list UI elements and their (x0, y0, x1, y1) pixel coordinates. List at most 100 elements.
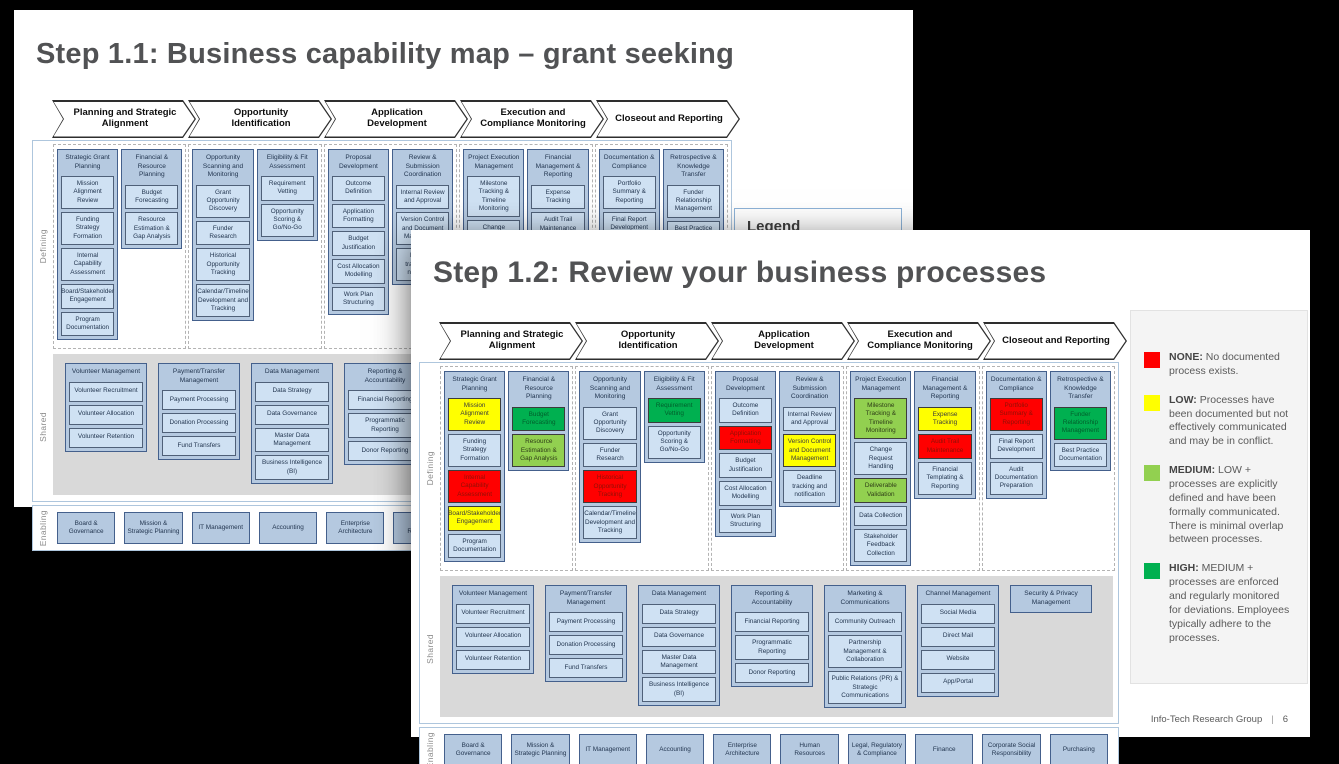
row-label-gutter: Shared (33, 352, 53, 501)
phase-chevron-label: Application Development (754, 329, 814, 351)
legend-text: HIGH: MEDIUM + processes are enforced an… (1169, 562, 1290, 644)
phase-chevron-label: Execution and Compliance Monitoring (480, 107, 586, 129)
capability-group-title: Strategic Grant Planning (452, 376, 497, 392)
legend-text: NONE: No documented process exists. (1169, 351, 1280, 377)
capability-item: Opportunity Scoring & Go/No-Go (260, 203, 314, 237)
row-label-shared: Shared (425, 633, 435, 664)
capability-item: Website (921, 649, 995, 670)
phase-chevron-face: Planning and Strategic Alignment (54, 102, 195, 137)
row-label-gutter: Enabling (33, 506, 53, 550)
capability-item: Volunteer Retention (456, 649, 530, 670)
row-label-gutter: Enabling (420, 728, 440, 764)
capability-item: Partnership Management & Collaboration (828, 635, 902, 669)
capability-item: Calendar/Timeline Development and Tracki… (196, 284, 250, 318)
capability-group-title: Documentation & Compliance (603, 154, 655, 170)
capability-item: Programmatic Reporting (348, 413, 422, 438)
capability-item: Deliverable Validation (854, 478, 908, 504)
capability-item: Master Data Management (255, 427, 329, 453)
capability-item: Milestone Tracking & Timeline Monitoring (854, 398, 908, 440)
capability-group-title: Eligibility & Fit Assessment (266, 154, 308, 170)
legend-level-label: LOW: (1169, 393, 1197, 406)
capability-item: Business Intelligence (BI) (255, 455, 329, 480)
capability-item: Requirement Vetting (647, 398, 701, 423)
legend-item: NONE: No documented process exists. (1144, 351, 1293, 379)
capability-item: Budget Forecasting (125, 184, 179, 210)
capability-item: Internal Capability Assessment (448, 470, 502, 504)
capability-item: Version Control and Document Management (783, 434, 837, 468)
capability-item: Requirement Vetting (260, 176, 314, 201)
capability-group-title: Payment/Transfer Management (559, 590, 613, 606)
row-label-gutter: Defining (33, 141, 53, 352)
legend-item: LOW: Processes have been documented but … (1144, 394, 1293, 449)
capability-item: Payment Processing (549, 612, 623, 633)
phase-chevron-face: Closeout and Reporting (598, 102, 739, 137)
capability-group-title: Financial & Resource Planning (135, 154, 169, 179)
capability-item: Volunteer Allocation (456, 626, 530, 647)
enabling-item: IT Management (191, 512, 250, 545)
capability-item: Expense Tracking (918, 406, 972, 432)
capability-item: Donor Reporting (735, 662, 809, 683)
capability-item: Audit Documentation Preparation (989, 461, 1043, 495)
enabling-item: IT Management (578, 734, 637, 764)
phase-chevron-label: Planning and Strategic Alignment (73, 107, 177, 129)
capability-group-title: Retrospective & Knowledge Transfer (670, 154, 717, 179)
enabling-item: Enterprise Architecture (326, 512, 385, 545)
capability-item: Calendar/Timeline Development and Tracki… (583, 506, 637, 540)
phase-chevron: Application Development (324, 100, 468, 138)
capability-item: Stakeholder Feedback Collection (854, 529, 908, 563)
capability-group-title: Financial Management & Reporting (535, 154, 581, 179)
row-label-defining: Defining (38, 229, 48, 264)
slide-footer: Info-Tech Research Group | 6 (1151, 714, 1288, 725)
capability-item: Milestone Tracking & Timeline Monitoring (467, 176, 521, 218)
phase-chevron-label: Closeout and Reporting (615, 112, 723, 124)
enabling-item: Accounting (645, 734, 705, 764)
phase-chevron: Execution and Compliance Monitoring (460, 100, 604, 138)
phase-chevron: Execution and Compliance Monitoring (847, 322, 991, 360)
capability-group-title: Reporting & Accountability (751, 590, 793, 606)
phase-chevron-face: Opportunity Identification (190, 102, 331, 137)
capability-item: Data Strategy (255, 381, 329, 402)
capability-item: Funder Relationship Management (1053, 406, 1108, 440)
capability-item: Expense Tracking (531, 184, 585, 210)
capability-group-title: Marketing & Communications (840, 590, 890, 606)
capability-item: Funding Strategy Formation (448, 434, 502, 468)
capability-item: Mission Alignment Review (61, 176, 115, 210)
capability-group-title: Proposal Development (338, 154, 378, 170)
capability-item: Donor Reporting (348, 440, 422, 461)
capability-group-title: Project Execution Management (468, 154, 520, 170)
footer-divider: | (1271, 714, 1274, 725)
enabling-item: Mission & Strategic Planning (124, 512, 183, 545)
enabling-item: Accounting (258, 512, 318, 545)
phase-chevron: Application Development (711, 322, 855, 360)
capability-item: Portfolio Summary & Reporting (989, 398, 1043, 432)
capability-group-title: Security & Privacy Management (1024, 590, 1078, 606)
capability-item: Board/Stakeholder Engagement (448, 506, 502, 531)
footer-page-number: 6 (1282, 714, 1288, 725)
capability-item: Portfolio Summary & Reporting (602, 176, 656, 210)
legend-panel: NONE: No documented process exists. LOW: … (1130, 310, 1308, 684)
row-label-gutter: Shared (420, 574, 440, 723)
phase-chevron-label: Closeout and Reporting (1002, 334, 1110, 346)
capability-item: Data Strategy (642, 603, 716, 624)
phase-chevron-label: Execution and Compliance Monitoring (867, 329, 973, 351)
capability-item: Funding Strategy Formation (61, 212, 115, 246)
capability-group-title: Review & Submission Coordination (790, 376, 829, 401)
capability-item: Direct Mail (921, 626, 995, 647)
capability-item: Fund Transfers (549, 658, 623, 679)
